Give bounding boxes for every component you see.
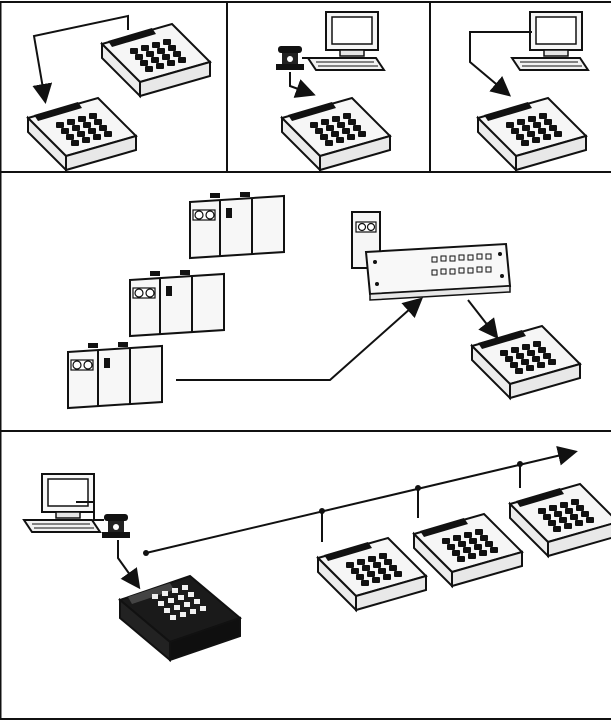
panel-middle: [67, 191, 581, 409]
dark-terminal-icon: [118, 574, 242, 663]
terminal-device-icon: [509, 483, 611, 557]
connection-arrow: [289, 72, 316, 98]
terminal-device-icon: [101, 23, 211, 97]
connection-arrow: [117, 540, 141, 590]
computer-icon: [307, 11, 385, 71]
panel-top-left: [27, 14, 211, 171]
tape-drive-icon: [189, 191, 285, 259]
connection-arrow: [176, 297, 423, 381]
tape-drive-icon: [67, 341, 163, 409]
computer-icon: [511, 11, 589, 71]
terminal-device-icon: [413, 513, 523, 587]
telephone-icon: [276, 46, 304, 70]
connection-arrow: [32, 14, 129, 104]
rack-interface-icon: [351, 211, 512, 301]
terminal-device-icon: [471, 325, 581, 399]
panel-top-middle: [276, 11, 391, 171]
telephone-icon: [102, 514, 130, 538]
tape-drive-icon: [129, 269, 225, 337]
terminal-device-icon: [27, 97, 137, 171]
connection-arrow: [469, 31, 532, 97]
terminal-device-icon: [281, 97, 391, 171]
connection-line: [76, 501, 104, 521]
terminal-device-icon: [317, 537, 427, 611]
terminal-device-icon: [477, 97, 587, 171]
network-bus-line: [145, 445, 578, 554]
panel-bottom: [23, 445, 611, 663]
connection-arrow: [467, 299, 499, 340]
panel-top-right: [469, 11, 589, 171]
